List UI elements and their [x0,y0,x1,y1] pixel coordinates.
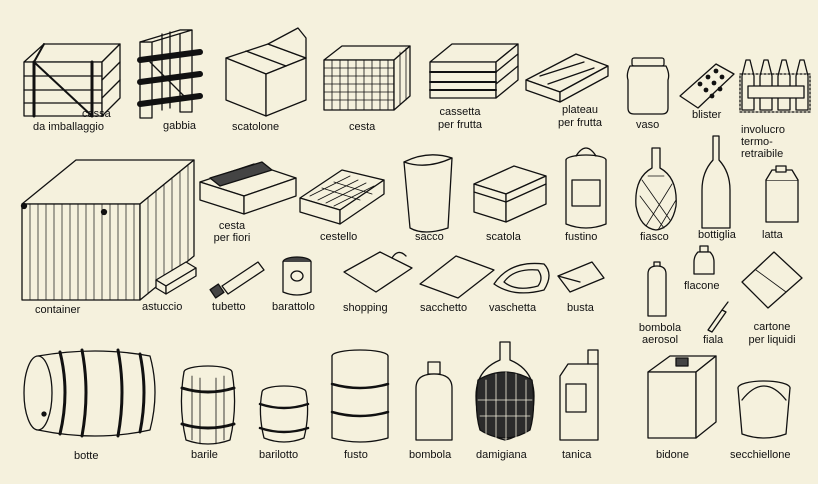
barilotto-illustration [260,386,308,442]
flacone-illustration [694,246,714,274]
label-blister: blister [692,109,722,121]
label-involucro-line2: termo- [741,136,773,148]
fusto-illustration [332,350,388,442]
label-cesta: cesta [349,121,376,133]
involucro-illustration [740,60,810,112]
shopping-illustration [344,252,412,292]
fiala-illustration [708,302,728,332]
label-plateau-line2: per frutta [557,117,603,129]
bombola-illustration [416,362,452,440]
label-vaschetta: vaschetta [489,302,537,314]
label-bombola-aerosol-line1: bombola [638,322,682,334]
barattolo-illustration [283,257,311,295]
blister-illustration [680,64,734,108]
label-cartone-line2: per liquidi [748,334,796,346]
plateau-illustration [526,54,608,102]
cartone-illustration [742,252,802,308]
vaschetta-illustration [494,263,549,292]
scatola-illustration [474,166,546,222]
scatolone-illustration [226,28,306,116]
container-illustration [22,160,195,300]
cesta-illustration [324,46,410,110]
gabbia-illustration [140,30,200,118]
label-bottiglia: bottiglia [698,229,736,241]
secchiellone-illustration [738,381,790,438]
label-scatolone: scatolone [232,121,280,133]
bombola-aerosol-illustration [648,262,666,316]
label-astuccio: astuccio [142,301,183,313]
label-botte: botte [74,450,99,462]
sacchetto-illustration [420,256,494,298]
cassetta-illustration [430,44,518,98]
label-barilotto: barilotto [259,449,299,461]
barile-illustration [181,366,234,444]
label-flacone: flacone [684,280,720,292]
label-gabbia: gabbia [163,120,197,132]
label-fustino: fustino [565,231,598,243]
label-fiasco: fiasco [640,231,669,243]
label-secchiellone: secchiellone [730,449,791,461]
label-damigiana: damigiana [476,449,527,461]
label-cassa-line2: da imballaggio [33,121,104,133]
label-bombola-aerosol-line2: aerosol [641,334,679,346]
cassa-illustration [24,44,120,116]
label-cassa-line1: cassa [82,108,111,120]
label-cesta-fiori-line2: per fiori [213,232,251,244]
label-bidone: bidone [656,449,690,461]
latta-illustration [766,166,798,222]
label-involucro-line1: involucro [741,124,786,136]
vaso-illustration [627,58,668,114]
label-sacchetto: sacchetto [420,302,468,314]
label-cassetta-line2: per frutta [437,119,483,131]
fiasco-illustration [636,148,676,230]
busta-illustration [558,262,604,292]
label-bombola: bombola [409,449,452,461]
tubetto-illustration [210,262,264,298]
cesta-fiori-illustration [200,162,296,214]
label-tanica: tanica [562,449,592,461]
label-scatola: scatola [486,231,521,243]
label-vaso: vaso [636,119,660,131]
label-cesta-fiori-line1: cesta [218,220,246,232]
label-barile: barile [191,449,218,461]
bottiglia-illustration [702,136,730,228]
bidone-illustration [648,356,716,438]
label-busta: busta [567,302,594,314]
tanica-illustration [560,350,598,440]
label-fiala: fiala [703,334,724,346]
label-shopping: shopping [343,302,388,314]
label-cassetta-line1: cassetta [439,106,481,118]
label-fusto: fusto [344,449,368,461]
label-barattolo: barattolo [272,301,315,313]
sacco-illustration [404,155,452,232]
label-latta: latta [762,229,783,241]
label-tubetto: tubetto [212,301,246,313]
fustino-illustration [566,148,606,228]
botte-illustration [24,350,155,436]
astuccio-illustration [156,262,196,294]
label-container: container [35,304,81,316]
label-plateau-line1: plateau [561,104,599,116]
label-sacco: sacco [415,231,444,243]
damigiana-illustration [476,342,534,442]
label-cartone-line1: cartone [753,321,791,333]
cestello-illustration [300,170,384,224]
label-involucro-line3: retraibile [741,148,784,160]
label-cestello: cestello [320,231,358,243]
